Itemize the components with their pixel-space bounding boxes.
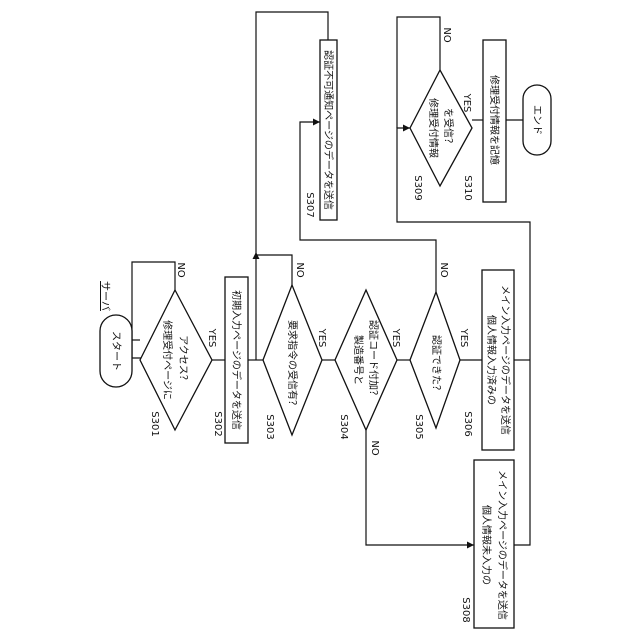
s309-yes-label: YES (461, 93, 472, 113)
s309-text-line2: を受信？ (442, 108, 454, 148)
s306-step-id: S306 (462, 411, 473, 436)
s308-text-line2: メイン入力ページのデータを送信 (496, 470, 509, 620)
s302-step-id: S302 (212, 411, 223, 436)
s301-step-id: S301 (149, 411, 160, 436)
s309-step-id: S309 (412, 175, 423, 200)
s303-yes-label: YES (316, 328, 327, 348)
s301-decision (140, 290, 212, 430)
s305-no-label: NO (438, 262, 449, 277)
s301-no-label: NO (175, 262, 186, 277)
s308-text-line1: 個人情報未入力の (480, 505, 493, 585)
s304-yes-label: YES (390, 328, 401, 348)
s305-text: 認証できた？ (430, 335, 443, 395)
s308-step-id: S308 (460, 597, 471, 622)
s309-decision (410, 70, 472, 186)
s303-step-id: S303 (264, 414, 275, 439)
arrowhead (313, 119, 320, 126)
s308-process (474, 460, 514, 628)
s309-text-line1: 修理受付情報 (427, 98, 440, 158)
s303-text: 要求指令の受信有？ (286, 320, 299, 410)
s304-step-id: S304 (338, 414, 349, 439)
s305-yes-label: YES (458, 328, 469, 348)
s301-text-line1: 修理受付ページに (161, 320, 174, 400)
s307-text: 認証不可通知ページのデータを送信 (322, 50, 335, 210)
s301-text-line2: アクセス？ (177, 335, 189, 385)
arrowhead (403, 125, 410, 132)
end-text: エンド (531, 105, 542, 135)
s310-step-id: S310 (462, 175, 473, 200)
start-text: スタート (110, 331, 122, 371)
s304-no-label: NO (369, 440, 380, 455)
server-label: サーバ (99, 281, 111, 311)
s302-text: 初期入力ページのデータを送信 (230, 290, 243, 430)
s304-text-line2: 認証コード付加？ (367, 320, 380, 400)
s303-no-label: NO (294, 262, 305, 277)
s309-no-label: NO (441, 27, 452, 42)
flow-s304-no-s308 (366, 430, 474, 545)
s307-step-id: S307 (304, 192, 315, 217)
s306-text-line2: メイン入力ページのデータを送信 (499, 285, 512, 435)
s304-text-line1: 製造番号と (352, 335, 365, 385)
s304-decision (335, 290, 397, 430)
s305-step-id: S305 (413, 414, 424, 439)
arrowhead (467, 542, 474, 549)
s301-yes-label: YES (206, 328, 217, 348)
s310-text: 修理受付情報を記憶 (488, 75, 501, 165)
flow-s307-loop (256, 12, 328, 255)
s306-text-line1: 個人情報入力済みの (485, 315, 498, 405)
